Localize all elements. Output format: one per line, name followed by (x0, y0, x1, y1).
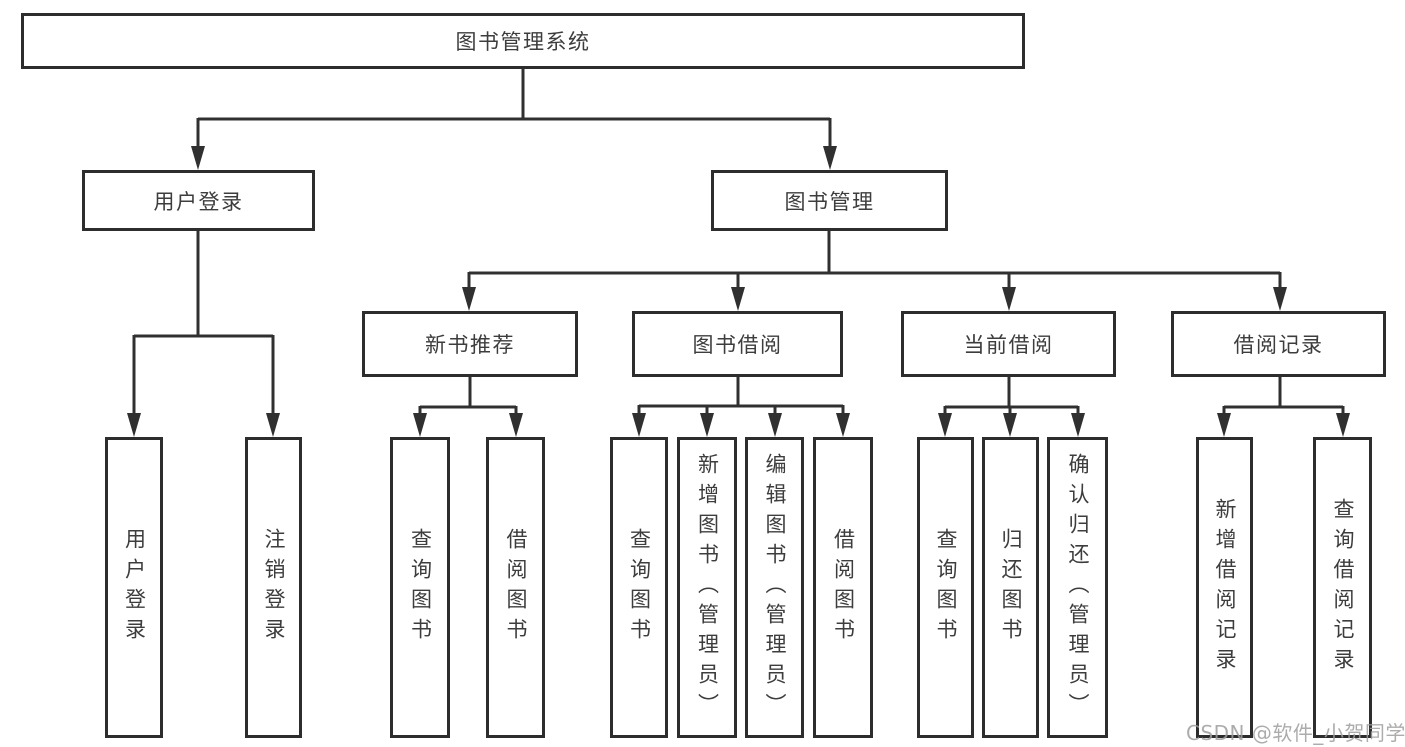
leaf-recommend-query-book: 查询图书 (390, 437, 450, 738)
leaf-borrowing-edit-book-admin: 编辑图书（管理员） (745, 437, 804, 738)
node-current-borrowing: 当前借阅 (901, 311, 1116, 377)
leaf-user-login: 用户登录 (105, 437, 163, 738)
node-user-login: 用户登录 (82, 170, 315, 231)
leaf-logout: 注销登录 (245, 437, 302, 738)
node-book-management: 图书管理 (711, 170, 948, 231)
leaf-borrowing-borrow-book: 借阅图书 (813, 437, 873, 738)
leaf-current-confirm-return-admin: 确认归还（管理员） (1047, 437, 1108, 738)
node-book-borrowing: 图书借阅 (632, 311, 843, 377)
leaf-records-add-record: 新增借阅记录 (1196, 437, 1253, 738)
watermark: CSDN @软件_小贺同学 (1186, 721, 1405, 745)
leaf-recommend-borrow-book: 借阅图书 (486, 437, 545, 738)
leaf-records-query-record: 查询借阅记录 (1313, 437, 1372, 738)
leaf-current-query-book: 查询图书 (917, 437, 974, 738)
leaf-borrowing-query-book: 查询图书 (610, 437, 668, 738)
node-new-book-recommendation: 新书推荐 (362, 311, 578, 377)
node-root: 图书管理系统 (21, 13, 1025, 69)
leaf-borrowing-add-book-admin: 新增图书（管理员） (677, 437, 737, 738)
leaf-current-return-book: 归还图书 (982, 437, 1039, 738)
node-borrowing-records: 借阅记录 (1171, 311, 1386, 377)
